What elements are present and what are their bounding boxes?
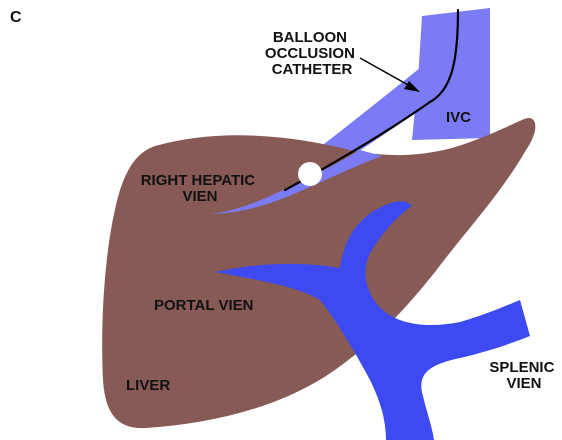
catheter-label: BALLOON OCCLUSION CATHETER: [265, 29, 359, 78]
panel-label: C: [10, 9, 22, 26]
balloon: [298, 162, 322, 186]
liver-label: LIVER: [126, 377, 170, 394]
ivc-label: IVC: [446, 109, 471, 126]
catheter-pointer: [360, 58, 420, 92]
portal-label: PORTAL VIEN: [154, 297, 253, 314]
splenic-label: SPLENIC VIEN: [489, 359, 558, 392]
